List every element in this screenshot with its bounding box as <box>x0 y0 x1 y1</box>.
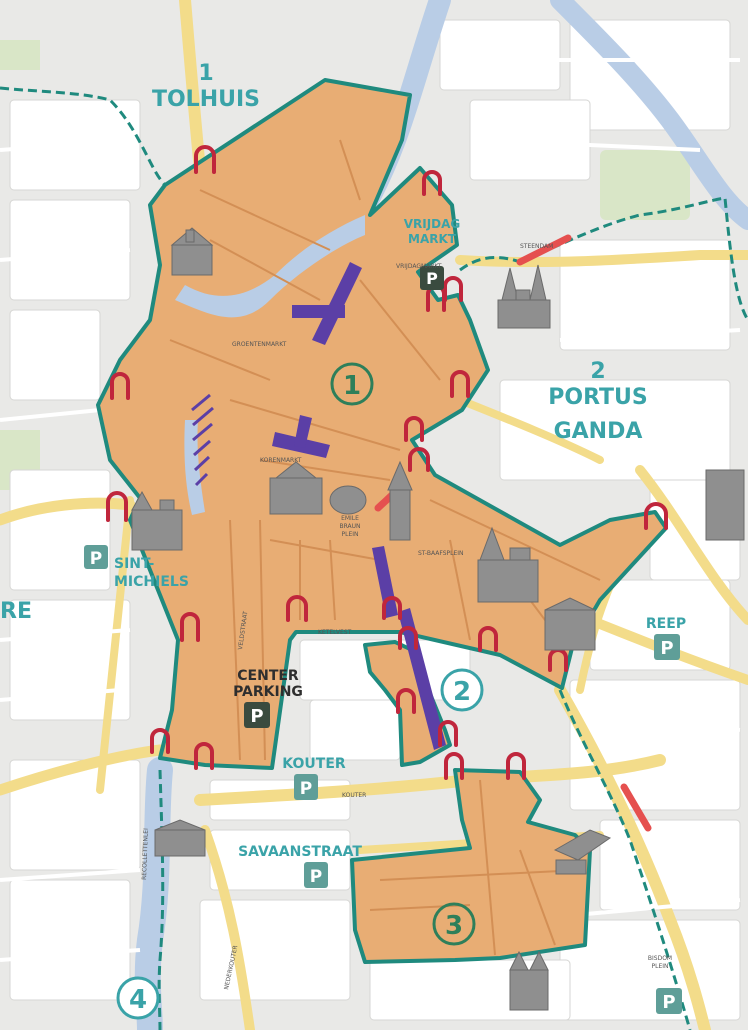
svg-text:SINT-: SINT- <box>114 556 155 572</box>
parking-icon-sint-michiels: P <box>84 545 108 569</box>
svg-text:PLEIN: PLEIN <box>341 531 358 538</box>
svg-text:REEP: REEP <box>646 616 686 632</box>
svg-text:KETELVEST: KETELVEST <box>318 629 352 636</box>
minor-streets <box>0 58 741 962</box>
building-icon <box>544 597 596 651</box>
svg-text:VRIJDAG: VRIJDAG <box>404 217 461 231</box>
parking-icon-savaanstraat: P <box>304 862 328 888</box>
svg-text:P: P <box>310 867 322 887</box>
zone-3-area <box>350 768 592 964</box>
svg-text:P: P <box>250 706 263 727</box>
fountain-icon <box>329 485 367 515</box>
zone-1-marker: 1 <box>330 362 374 406</box>
gallery-icon <box>553 829 612 875</box>
svg-text:3: 3 <box>445 911 463 941</box>
zone-2-area <box>363 640 452 767</box>
zone-1-river <box>184 420 205 515</box>
belfry-icon <box>387 460 413 541</box>
svg-text:MICHIELS: MICHIELS <box>114 574 189 590</box>
gate-icon <box>194 742 214 770</box>
svg-text:P: P <box>90 549 102 569</box>
district-tolhuis-name: TOLHUIS <box>152 87 260 112</box>
svg-text:BISDOM: BISDOM <box>648 955 672 962</box>
svg-text:CENTER: CENTER <box>237 668 299 684</box>
gate-icon <box>286 595 308 622</box>
parking-icon-center: P <box>244 702 270 728</box>
church-icon <box>509 950 549 1011</box>
svg-text:P: P <box>662 992 675 1013</box>
svg-text:4: 4 <box>129 985 147 1015</box>
parking-labels: SINT- MICHIELS REEP CENTER PARKING KOUTE… <box>114 556 686 860</box>
opera-icon <box>154 819 206 857</box>
svg-text:SAVAANSTRAAT: SAVAANSTRAAT <box>238 844 362 860</box>
svg-text:KOUTER: KOUTER <box>342 792 366 799</box>
landmark-icons <box>131 227 745 1011</box>
parking-icon-bisdomplein: P <box>656 988 682 1014</box>
svg-text:P: P <box>300 779 312 799</box>
gate-icon <box>180 612 200 642</box>
svg-text:VRIJDAGMARKT: VRIJDAGMARKT <box>396 263 442 270</box>
parks <box>0 40 690 490</box>
gate-icon <box>110 372 130 400</box>
gate-icon <box>444 752 464 780</box>
church-icon <box>131 490 183 551</box>
gate-icon <box>408 447 430 472</box>
pedestrian-hatched <box>191 393 214 487</box>
gate-icon <box>644 502 668 530</box>
cathedral-icon <box>497 264 551 329</box>
gate-icon <box>478 626 498 652</box>
gate-icon <box>106 491 128 522</box>
svg-text:RECOLLETTENLEI: RECOLLETTENLEI <box>141 828 150 880</box>
gate-icon <box>422 170 442 196</box>
district-tolhuis-number: 1 <box>198 61 213 86</box>
route-lines <box>0 86 748 1030</box>
gate-icon <box>398 626 418 650</box>
svg-text:KOUTER: KOUTER <box>282 756 346 772</box>
svg-text:KORENMARKT: KORENMARKT <box>260 457 302 464</box>
church-icon <box>477 526 539 603</box>
gate-icon <box>382 596 402 620</box>
place-labels: VRIJDAG MARKT <box>404 217 461 246</box>
zone-3-marker: 3 <box>432 902 476 946</box>
gate-icon <box>404 416 424 442</box>
gate-icon <box>450 370 470 398</box>
district-4-marker: 4 <box>116 976 160 1020</box>
parking-icon-reep: P <box>654 634 680 660</box>
parking-icon-kouter: P <box>294 774 318 800</box>
svg-text:MARKT: MARKT <box>408 232 457 246</box>
svg-text:P: P <box>660 638 673 659</box>
district-portus-number: 2 <box>590 359 605 384</box>
gate-icon <box>506 752 526 780</box>
parking-icon-vrijdagmarkt: P <box>420 266 444 290</box>
gate-icon <box>438 720 458 747</box>
gate-icon <box>150 728 170 754</box>
district-portus-name-2: GANDA <box>554 419 643 444</box>
gate-icon <box>396 688 416 714</box>
svg-text:P: P <box>426 269 438 288</box>
zone-markers: 1 2 3 4 <box>116 362 484 1020</box>
svg-text:PLEIN: PLEIN <box>651 963 668 970</box>
svg-text:2: 2 <box>453 677 471 707</box>
svg-text:GROENTENMARKT: GROENTENMARKT <box>232 341 287 348</box>
access-gates <box>106 145 668 780</box>
svg-text:1: 1 <box>343 371 361 401</box>
castle-icon <box>269 461 323 515</box>
gate-icon <box>443 276 463 302</box>
svg-text:BRAUN: BRAUN <box>339 523 360 530</box>
svg-text:EMILE: EMILE <box>341 515 359 522</box>
zone-1-canal <box>175 215 365 318</box>
district-portus-name-1: PORTUS <box>548 385 648 410</box>
district-labels: 1 TOLHUIS 2 PORTUS GANDA RE <box>0 61 648 624</box>
gate-icon <box>194 145 216 174</box>
apartment-icon <box>705 469 745 541</box>
svg-text:ST-BAAFSPLEIN: ST-BAAFSPLEIN <box>418 550 464 557</box>
zone-2-marker: 2 <box>440 668 484 712</box>
svg-text:STEENDAM: STEENDAM <box>520 243 553 250</box>
parking-icons: P P P P P P P <box>84 266 682 1014</box>
district-partial-label: RE <box>0 599 32 624</box>
svg-text:PARKING: PARKING <box>233 684 303 700</box>
church-icon <box>170 227 214 276</box>
